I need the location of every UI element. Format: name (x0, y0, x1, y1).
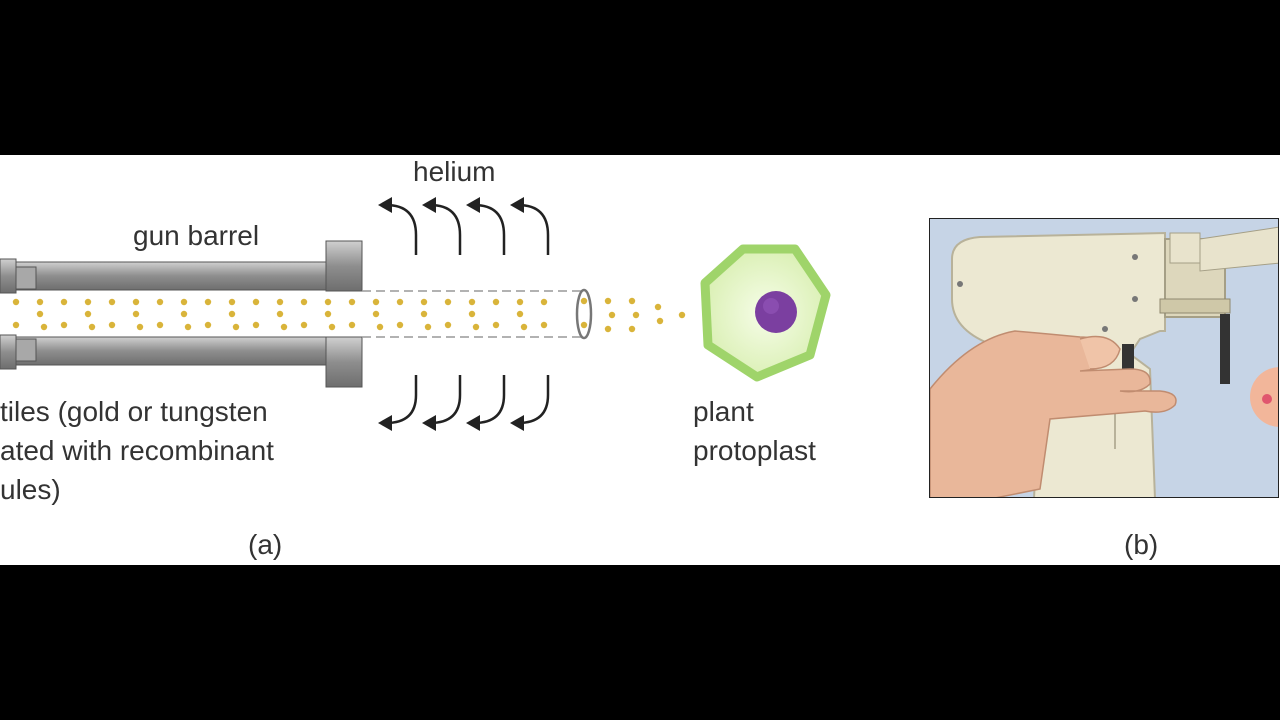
curved-arrow-icon (510, 197, 550, 255)
particle (180, 310, 188, 318)
gene-gun-photo (929, 218, 1279, 498)
particle (328, 323, 336, 331)
particle (84, 298, 92, 306)
curved-arrow-icon (510, 375, 550, 431)
particle (604, 325, 612, 333)
gene-gun-diagram (0, 197, 831, 431)
particle (444, 298, 452, 306)
particle (604, 297, 612, 305)
gene-gun-illustration (930, 219, 1278, 497)
particle (656, 317, 664, 325)
particle (348, 321, 356, 329)
particle (348, 298, 356, 306)
particle (516, 310, 524, 318)
projectiles-label: tiles (gold or tungsten ated with recomb… (0, 396, 274, 505)
gun-barrel (0, 240, 363, 388)
particle (108, 321, 116, 329)
curved-arrow-icon (378, 197, 418, 255)
curved-arrow-icon (422, 375, 462, 431)
particle (12, 321, 20, 329)
particle (180, 298, 188, 306)
particle (156, 298, 164, 306)
particle (424, 323, 432, 331)
particle (608, 311, 616, 319)
particle (156, 321, 164, 329)
particle (252, 321, 260, 329)
barrel-top-rail (0, 261, 363, 291)
particle (516, 298, 524, 306)
particle (492, 298, 500, 306)
gold-particles (12, 297, 686, 333)
particle (324, 310, 332, 318)
panel-b-label: (b) (1124, 529, 1159, 560)
particle (492, 321, 500, 329)
particle (84, 310, 92, 318)
particle (372, 298, 380, 306)
particle (12, 298, 20, 306)
particle-path (362, 288, 593, 340)
particle (580, 297, 588, 305)
particle (444, 321, 452, 329)
particle (468, 298, 476, 306)
particle (468, 310, 476, 318)
helium-label: helium (413, 156, 496, 187)
particle (204, 321, 212, 329)
curved-arrow-icon (422, 197, 462, 255)
particle (88, 323, 96, 331)
particle (228, 298, 236, 306)
particle (372, 310, 380, 318)
particle (300, 321, 308, 329)
particle (108, 298, 116, 306)
plant-protoplast-label: plant protoplast (693, 396, 816, 466)
particle (300, 298, 308, 306)
barrel-bottom-rail (0, 336, 363, 366)
particle (396, 298, 404, 306)
particle (136, 323, 144, 331)
particle (420, 298, 428, 306)
figure: helium gun barrel tiles (gold or tungste… (0, 155, 1280, 565)
barrel-left-cap-top (0, 258, 17, 294)
helium-arrows-top (378, 197, 550, 255)
particle (628, 297, 636, 305)
particle (472, 323, 480, 331)
particle (376, 323, 384, 331)
particle (36, 298, 44, 306)
particle (520, 323, 528, 331)
particle (60, 321, 68, 329)
particle (540, 321, 548, 329)
particle (628, 325, 636, 333)
particle (678, 311, 686, 319)
particle (632, 311, 640, 319)
curved-arrow-icon (466, 197, 506, 255)
particle (420, 310, 428, 318)
particle (324, 298, 332, 306)
particle (540, 298, 548, 306)
particle (276, 298, 284, 306)
particle (252, 298, 260, 306)
barrel-top-flange (325, 240, 363, 292)
particle (654, 303, 662, 311)
barrel-bottom-flange (325, 336, 363, 388)
particle (60, 298, 68, 306)
plant-cell-icon (700, 244, 831, 382)
particle (280, 323, 288, 331)
helium-arrows-bottom (378, 375, 550, 431)
particle (396, 321, 404, 329)
particle (40, 323, 48, 331)
stopping-screen (575, 288, 593, 340)
particle (132, 298, 140, 306)
curved-arrow-icon (378, 375, 418, 431)
curved-arrow-icon (466, 375, 506, 431)
particle (580, 321, 588, 329)
particle (228, 310, 236, 318)
particle (36, 310, 44, 318)
particle (204, 298, 212, 306)
gun-barrel-label: gun barrel (133, 220, 260, 251)
particle (232, 323, 240, 331)
particle (184, 323, 192, 331)
particle (276, 310, 284, 318)
particle (132, 310, 140, 318)
panel-a-label: (a) (248, 529, 283, 560)
barrel-left-cap-bottom (0, 334, 17, 370)
